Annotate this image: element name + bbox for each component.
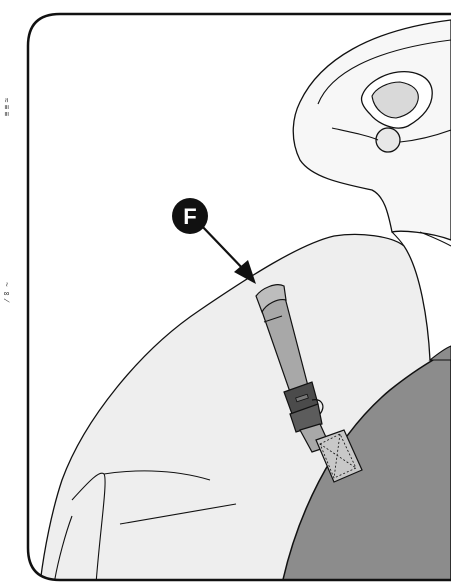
margin-text-upper: ≈ ≡ ≡ (2, 98, 11, 117)
headrest-button (375, 127, 401, 153)
bolster-curve (103, 470, 211, 481)
bolster-seam (119, 503, 237, 525)
callout-circle-icon (172, 198, 208, 234)
headrest-seam-right (399, 129, 451, 143)
strap-stitch (263, 315, 283, 323)
headrest-seam (331, 127, 379, 141)
buckle-icon (283, 381, 324, 433)
headrest-post-right (419, 231, 451, 247)
headrest-contour (317, 39, 451, 105)
bolster-line-2 (53, 515, 73, 580)
callout-label: F (183, 204, 196, 229)
arrow-icon (199, 223, 256, 284)
margin-text-lower: ~ ∞ ∕ (2, 282, 11, 302)
strap-tag (315, 429, 363, 483)
strap-loop (255, 284, 287, 314)
headrest-clip-inner (371, 81, 419, 119)
frame-border (26, 12, 451, 582)
dark-slice (428, 345, 451, 361)
bolster-line-1 (71, 472, 106, 580)
